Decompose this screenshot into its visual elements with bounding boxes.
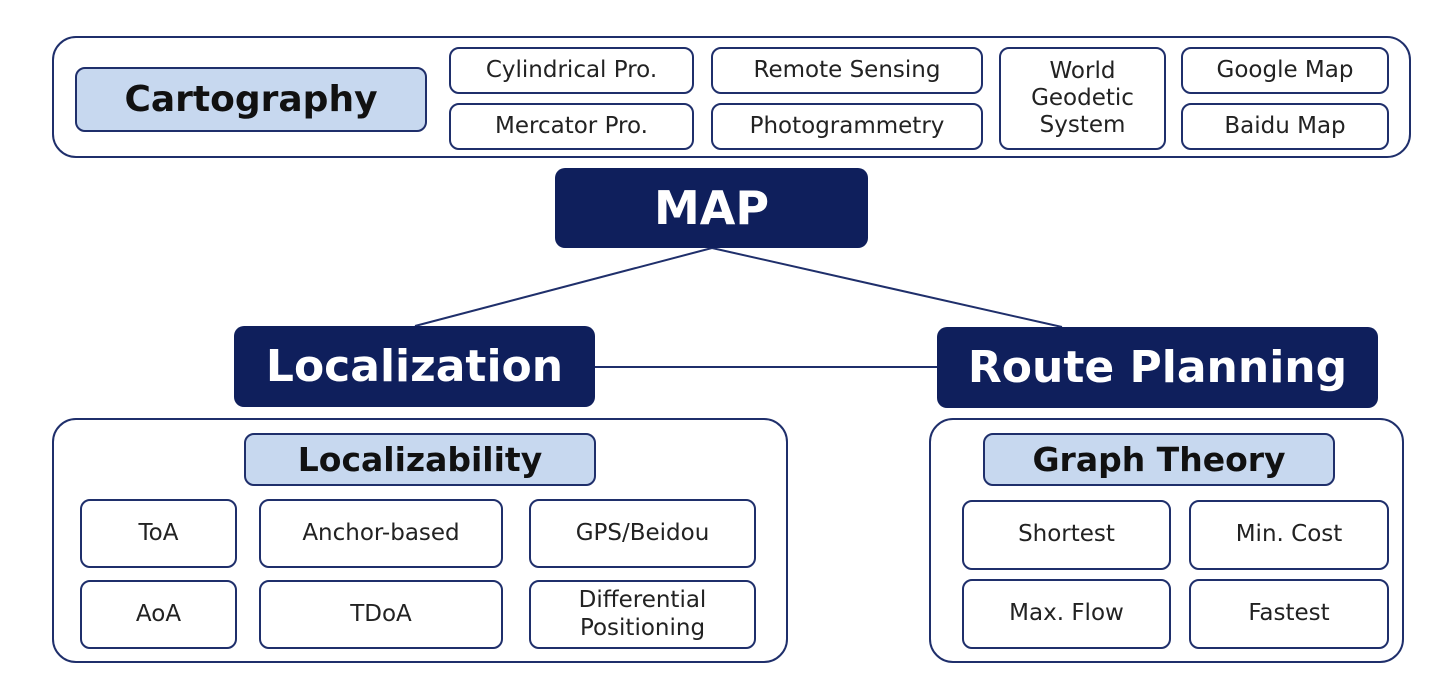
- world-geodetic-system-box: World Geodetic System: [999, 47, 1166, 150]
- anchor-based-text: Anchor-based: [302, 519, 460, 546]
- max-flow-box: Max. Flow: [962, 579, 1171, 649]
- baidu-map-text: Baidu Map: [1224, 112, 1346, 139]
- differential-line1: Differential: [578, 587, 707, 614]
- toa-box: ToA: [80, 499, 237, 568]
- min-cost-box: Min. Cost: [1189, 500, 1389, 570]
- google-map-text: Google Map: [1216, 56, 1354, 83]
- gps-beidou-text: GPS/Beidou: [575, 519, 710, 546]
- aoa-box: AoA: [80, 580, 237, 649]
- graph-theory-label: Graph Theory: [983, 433, 1335, 486]
- cartography-title: Cartography: [124, 79, 378, 120]
- route-planning-title: Route Planning: [967, 342, 1348, 393]
- map-to-route-planning-line: [711, 247, 1063, 328]
- aoa-text: AoA: [135, 600, 182, 627]
- anchor-based-box: Anchor-based: [259, 499, 503, 568]
- map-title: MAP: [653, 181, 770, 235]
- min-cost-text: Min. Cost: [1235, 521, 1343, 548]
- fastest-text: Fastest: [1248, 600, 1330, 627]
- world-geodetic-line1: World: [1049, 57, 1116, 84]
- google-map-box: Google Map: [1181, 47, 1389, 94]
- toa-text: ToA: [138, 519, 179, 546]
- baidu-map-box: Baidu Map: [1181, 103, 1389, 150]
- max-flow-text: Max. Flow: [1009, 600, 1124, 627]
- differential-line2: Positioning: [579, 614, 706, 641]
- differential-positioning-box: Differential Positioning: [529, 580, 756, 649]
- cylindrical-projection-text: Cylindrical Pro.: [485, 56, 658, 83]
- cylindrical-projection-box: Cylindrical Pro.: [449, 47, 694, 94]
- map-node: MAP: [555, 168, 868, 248]
- graph-theory-title: Graph Theory: [1032, 440, 1286, 479]
- gps-beidou-box: GPS/Beidou: [529, 499, 756, 568]
- fastest-box: Fastest: [1189, 579, 1389, 649]
- photogrammetry-box: Photogrammetry: [711, 103, 983, 150]
- mercator-projection-box: Mercator Pro.: [449, 103, 694, 150]
- cartography-label: Cartography: [75, 67, 427, 132]
- world-geodetic-line2: Geodetic: [1031, 84, 1134, 111]
- photogrammetry-text: Photogrammetry: [749, 112, 945, 139]
- world-geodetic-line3: System: [1039, 112, 1126, 139]
- remote-sensing-box: Remote Sensing: [711, 47, 983, 94]
- map-to-localization-line: [414, 247, 713, 327]
- localizability-label: Localizability: [244, 433, 596, 486]
- route-planning-node: Route Planning: [937, 327, 1378, 408]
- localization-title: Localization: [265, 341, 564, 392]
- localization-node: Localization: [234, 326, 595, 407]
- shortest-box: Shortest: [962, 500, 1171, 570]
- localizability-title: Localizability: [297, 440, 543, 479]
- shortest-text: Shortest: [1018, 521, 1115, 548]
- tdoa-box: TDoA: [259, 580, 503, 649]
- tdoa-text: TDoA: [350, 600, 412, 627]
- remote-sensing-text: Remote Sensing: [753, 56, 941, 83]
- mercator-projection-text: Mercator Pro.: [495, 112, 648, 139]
